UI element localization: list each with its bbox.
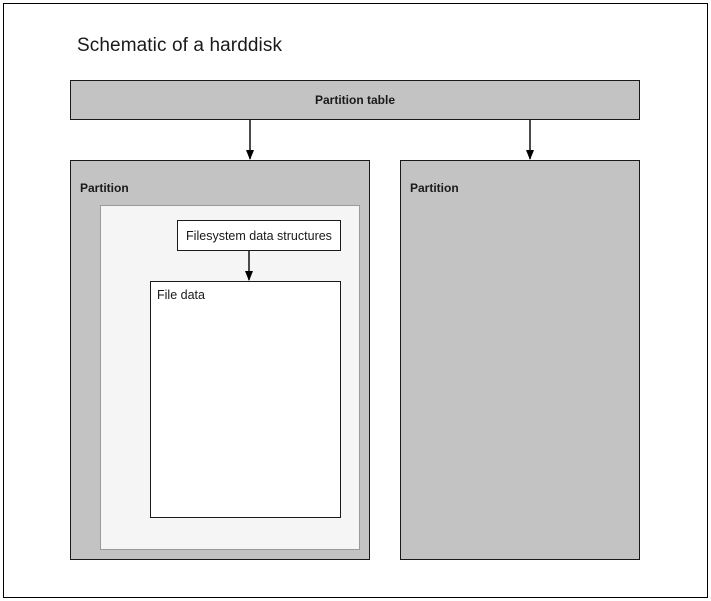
file-data-box[interactable]: File data [150,281,341,518]
file-data-label: File data [157,288,205,302]
filesystem-data-structures-box[interactable]: Filesystem data structures [177,220,341,251]
filesystem-data-structures-label: Filesystem data structures [186,228,332,243]
partition-1-label: Partition [80,181,129,195]
partition-table-box[interactable]: Partition table [70,80,640,120]
partition-box-2[interactable]: Partition [400,160,640,560]
partition-table-label: Partition table [314,93,395,107]
page-title: Schematic of a harddisk [77,35,283,56]
partition-2-label: Partition [410,181,459,195]
